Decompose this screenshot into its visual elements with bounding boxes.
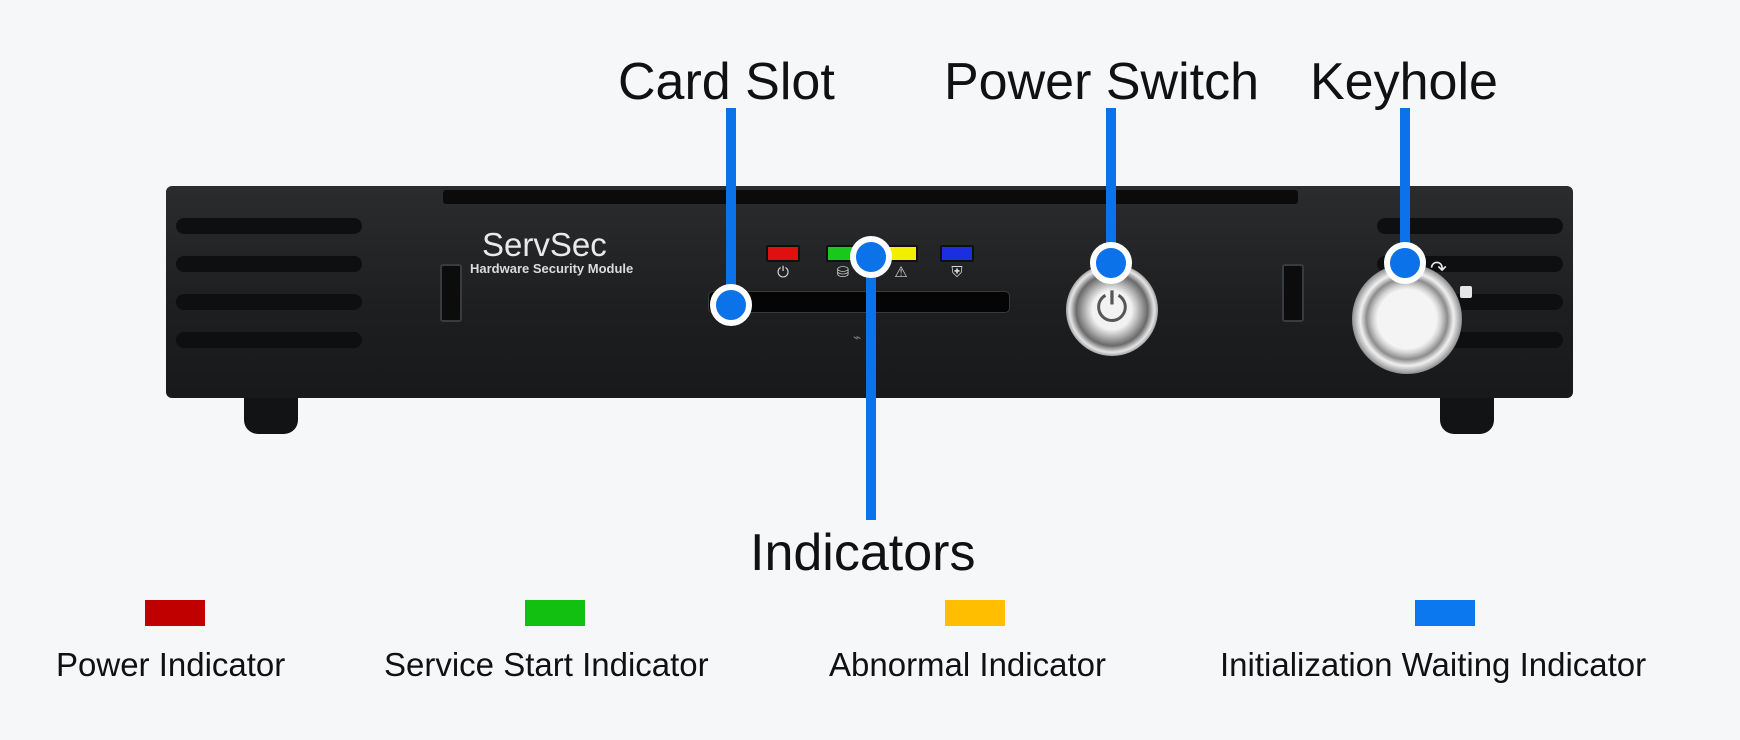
shield-icon: ⛨: [951, 263, 963, 281]
legend-swatch-service-start: [525, 600, 585, 626]
card-slot-leader: [726, 108, 736, 288]
database-icon: ⛁: [836, 263, 850, 281]
latch-right: [1282, 264, 1304, 322]
legend-label-service-start: Service Start Indicator: [384, 646, 709, 683]
legend-swatch-abnormal: [945, 600, 1005, 626]
brand-name: ServSec: [482, 226, 607, 263]
initialization-waiting-led: [940, 245, 974, 262]
top-vent-slot: [443, 190, 1298, 204]
card-slot-label: Card Slot: [618, 53, 835, 111]
power-symbol-icon: ⏻: [777, 263, 789, 281]
usb-mark-icon: ⌁: [853, 330, 862, 346]
power-led: [766, 245, 800, 262]
indicators-marker: [850, 236, 892, 278]
keyhole-marker: [1384, 242, 1426, 284]
device-foot-left: [244, 398, 298, 434]
rotate-arrow-icon: ↷: [1430, 256, 1447, 280]
power-switch-label: Power Switch: [944, 53, 1259, 111]
warning-triangle-icon: ⚠: [894, 263, 908, 281]
latch-left: [440, 264, 462, 322]
keyhole-label: Keyhole: [1310, 53, 1498, 111]
vent-bar: [176, 218, 362, 234]
power-symbol-icon: ⏻: [1096, 285, 1128, 331]
unlock-icon: [1460, 286, 1472, 298]
legend-label-power: Power Indicator: [56, 646, 286, 683]
indicators-label: Indicators: [750, 524, 976, 582]
vent-bar: [1377, 218, 1563, 234]
left-vent-panel: [166, 202, 376, 382]
legend-label-initialization-waiting: Initialization Waiting Indicator: [1220, 646, 1647, 683]
brand-subtitle: Hardware Security Module: [470, 261, 634, 276]
indicators-leader: [866, 254, 876, 520]
legend-label-abnormal: Abnormal Indicator: [829, 646, 1106, 683]
device-foot-right: [1440, 398, 1494, 434]
power-switch-leader: [1106, 108, 1116, 260]
keyhole-leader: [1400, 108, 1410, 260]
card-slot-marker: [710, 284, 752, 326]
vent-bar: [176, 294, 362, 310]
vent-bar: [176, 332, 362, 348]
vent-bar: [176, 256, 362, 272]
card-slot[interactable]: [708, 291, 1010, 313]
legend-swatch-power: [145, 600, 205, 626]
legend-swatch-initialization-waiting: [1415, 600, 1475, 626]
power-switch-marker: [1090, 242, 1132, 284]
